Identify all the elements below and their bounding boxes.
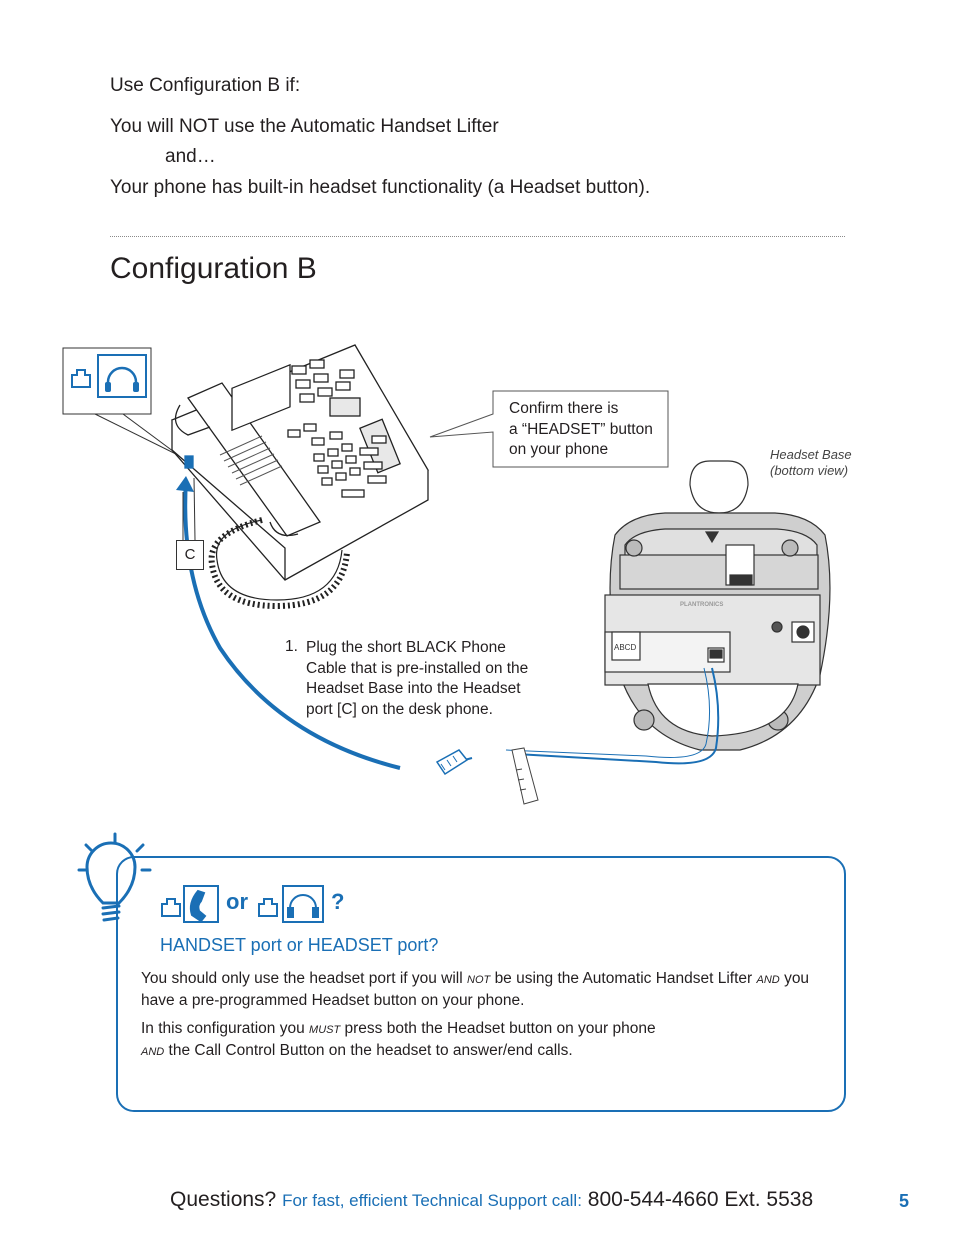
- intro-use-prefix: Use: [110, 75, 144, 96]
- tip-p1-b: be using the Automatic Handset Lifter: [494, 970, 753, 987]
- tip-paragraph-2: In this configuration you must press bot…: [141, 1019, 821, 1062]
- callout-text: Confirm there is a “HEADSET” button on y…: [509, 399, 653, 461]
- tip-paragraph-1: You should only use the headset port if …: [141, 969, 821, 1011]
- tip-p2-c: the Call Control Button on the headset t…: [168, 1041, 573, 1059]
- callout-line-3: on your phone: [509, 441, 609, 458]
- headset-port-icon: [62, 347, 152, 415]
- blue-phone-cable-inner: [505, 667, 711, 758]
- footer-phone: 800-544-4660 Ext. 5538: [587, 1188, 814, 1211]
- handset-port-icon: [161, 885, 219, 923]
- intro-use-suffix: if:: [285, 75, 301, 96]
- lightbulb-icon: [77, 832, 152, 922]
- base-brand-label: PLANTRONICS: [680, 602, 723, 608]
- tip-heading: HANDSET port or HEADSET port?: [160, 935, 439, 955]
- intro-and: and…: [165, 146, 216, 167]
- tip-p1-not: not: [467, 974, 491, 986]
- cable-tag: [511, 747, 539, 805]
- intro-line-1: You will NOT use the Automatic Handset L…: [110, 116, 499, 137]
- page-title: Configuration B: [110, 252, 317, 285]
- callout-bubble: [429, 390, 669, 468]
- callout-line-2: a “HEADSET” button: [509, 420, 653, 438]
- step-number: 1.: [285, 638, 298, 655]
- tip-question-mark: ?: [331, 889, 345, 914]
- headset-base-illustration: [604, 460, 831, 751]
- footer: Questions? For fast, efficient Technical…: [170, 1188, 813, 1212]
- page-number: 5: [899, 1191, 910, 1211]
- desk-phone-illustration: [170, 344, 429, 581]
- tip-p2-must: must: [309, 1024, 341, 1036]
- tip-p1-c: you have a pre-programmed Headset button…: [141, 970, 810, 1009]
- headset-port-icon-tip: [258, 885, 324, 923]
- tip-p2-a: In this configuration you: [141, 1020, 305, 1037]
- blue-phone-cable: [515, 667, 720, 765]
- intro-config-name: Configuration B: [149, 75, 281, 96]
- tip-box: [116, 856, 846, 1112]
- intro-use-line: Use Configuration B if:: [110, 75, 300, 97]
- arrow-head: [176, 476, 194, 492]
- base-port-label: ABCD: [614, 643, 636, 652]
- tip-p1-a: You should only use the headset port if …: [141, 970, 463, 987]
- step-text: Plug the short BLACK Phone Cable that is…: [306, 639, 529, 718]
- base-caption: Headset Base (bottom view): [770, 447, 852, 479]
- footer-support-text: For fast, efficient Technical Support ca…: [282, 1191, 582, 1210]
- base-caption-line-1: Headset Base: [770, 447, 852, 462]
- callout-line-1: Confirm there is: [509, 400, 619, 417]
- intro-line-2: Your phone has built-in headset function…: [110, 177, 651, 198]
- port-c-label: C: [176, 540, 204, 570]
- coiled-cord: [208, 517, 350, 610]
- dotted-divider: [110, 236, 845, 237]
- footer-questions: Questions?: [170, 1188, 277, 1211]
- tip-or: or: [226, 889, 248, 914]
- base-caption-line-2: (bottom view): [770, 463, 849, 478]
- tip-p2-and: and: [141, 1045, 165, 1058]
- tip-p1-and: and: [756, 974, 780, 986]
- rj11-plug: [435, 749, 469, 776]
- tip-p2-b: press both the Headset button on your ph…: [344, 1020, 656, 1037]
